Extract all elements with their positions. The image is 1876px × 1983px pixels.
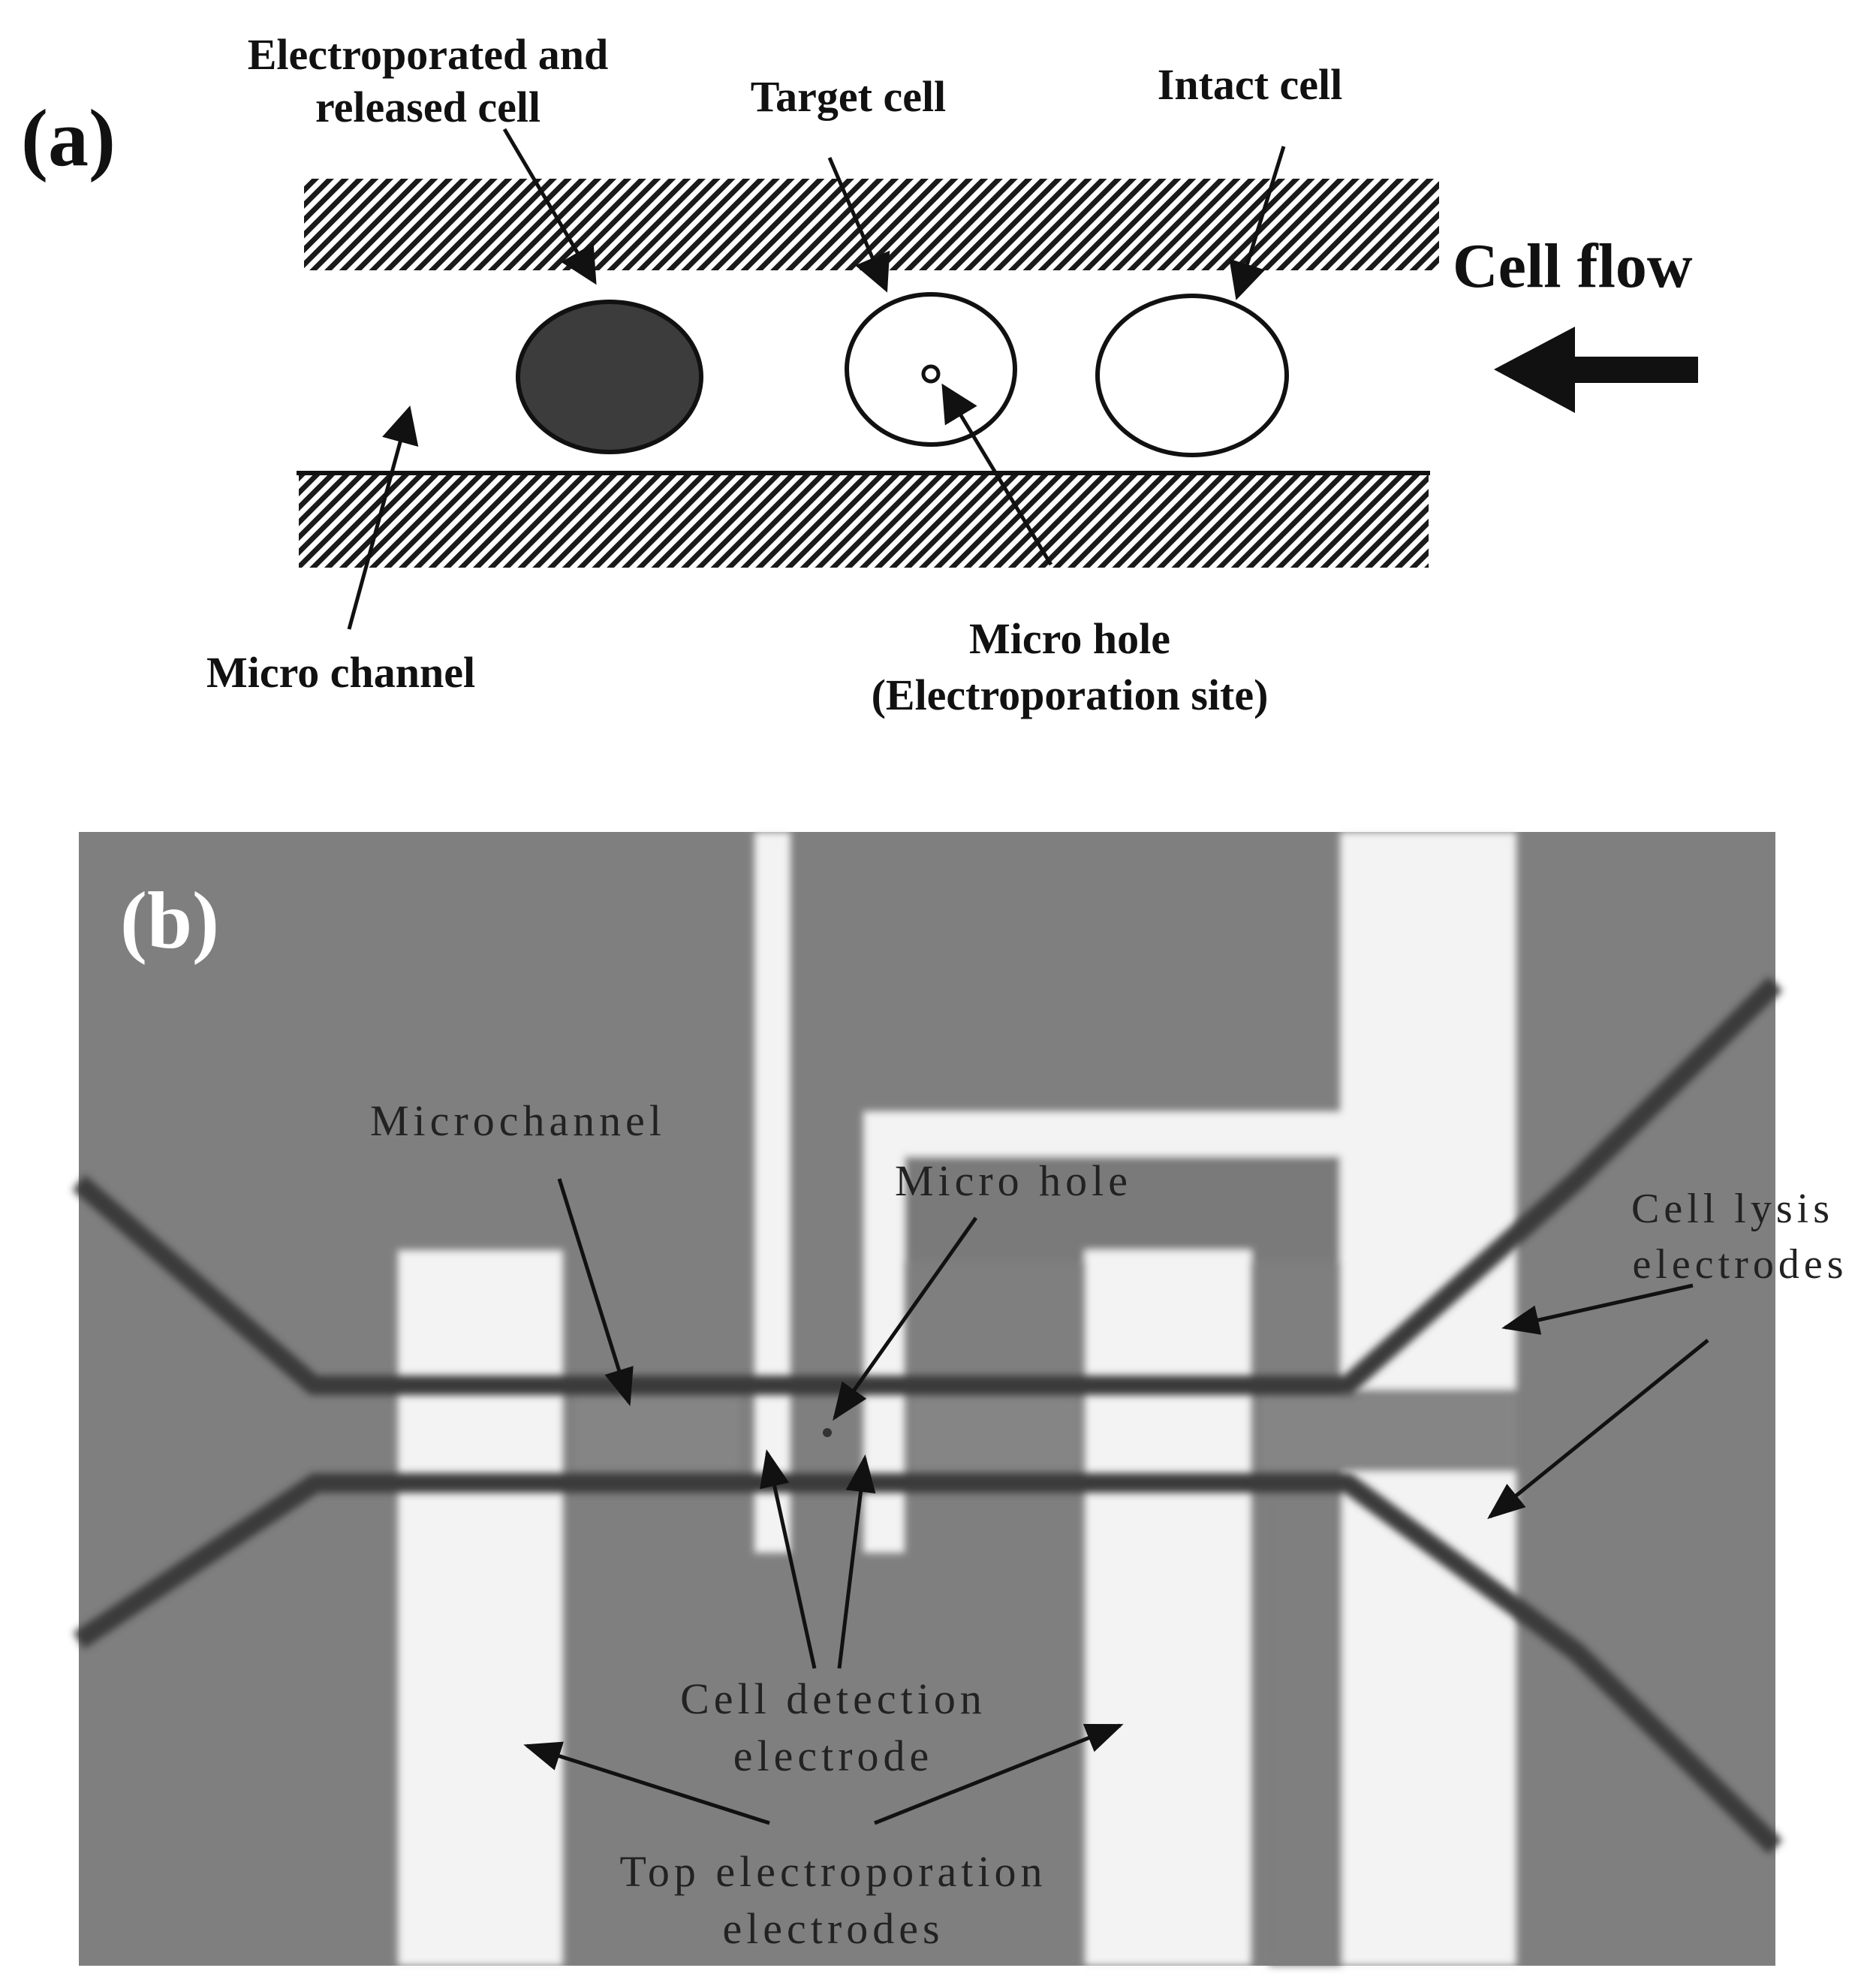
micro-hole-label-b: Micro hole xyxy=(895,1156,1132,1205)
lysis-arrow-upper xyxy=(1501,1283,1694,1335)
detection-l-white xyxy=(863,1111,1340,1553)
microchannel-label: Microchannel xyxy=(370,1096,666,1145)
electroporated-cell-arrow xyxy=(502,128,597,285)
detection-arrow-right xyxy=(837,1454,876,1669)
electroporation-arrow-right xyxy=(874,1723,1124,1825)
channel-upper-wall xyxy=(72,976,1783,1395)
microchannel-arrow xyxy=(557,1178,634,1406)
micro-hole-arrow xyxy=(941,383,1053,566)
micro-hole-dot xyxy=(921,364,941,384)
cell-detection-label-line2: electrode xyxy=(733,1731,934,1780)
panel-a: (a) Electroporated and released cell Tar… xyxy=(21,30,1698,719)
lysis-arrow-lower xyxy=(1487,1339,1709,1520)
channel-lower-wall xyxy=(73,1473,1783,1855)
cell-lysis-label-line2: electrodes xyxy=(1633,1241,1848,1288)
electroporation-arrow-left xyxy=(523,1741,770,1825)
electroporated-cell xyxy=(516,300,703,454)
micro-hole-arrow-b xyxy=(833,1216,978,1421)
channel-walls xyxy=(72,976,1783,1855)
channel-band-gray-2 xyxy=(912,1389,1077,1472)
cell-flow-arrow xyxy=(1494,327,1698,413)
micro-hole-spot xyxy=(823,1428,832,1437)
target-cell-label: Target cell xyxy=(751,72,946,121)
panel-b-arrows xyxy=(523,1178,1709,1825)
detection-lead-white xyxy=(754,832,790,1553)
micro-hole-label-line2: (Electroporation site) xyxy=(872,671,1269,719)
detection-arrow-left xyxy=(760,1449,817,1669)
left-top-electrode xyxy=(398,1250,563,1966)
intact-cell-label: Intact cell xyxy=(1158,60,1342,109)
panel-a-label: (a) xyxy=(21,94,116,183)
micro-channel-arrow xyxy=(347,405,419,630)
micro-hole-label-line1: Micro hole xyxy=(969,614,1170,663)
top-electroporation-label-line1: Top electroporation xyxy=(620,1847,1047,1896)
top-electroporation-label-line2: electrodes xyxy=(722,1904,944,1953)
panel-b: (b) Microchannel Micro hole Cell lysis e… xyxy=(72,832,1848,1966)
panel-b-label: (b) xyxy=(120,876,219,966)
gray-inner-block xyxy=(905,1156,1340,1261)
right-lower-gray-strip xyxy=(1269,1472,1342,1966)
channel-band-gray-3 xyxy=(1261,1389,1516,1472)
micro-channel-label: Micro channel xyxy=(206,648,475,697)
target-cell-arrow xyxy=(827,157,890,293)
electroporated-label-line2: released cell xyxy=(315,83,541,131)
channel-band-gray xyxy=(574,1389,739,1472)
bottom-channel-wall xyxy=(299,472,1429,568)
cell-flow-label: Cell flow xyxy=(1453,231,1693,301)
right-top-electrode xyxy=(1085,1250,1251,1966)
cell-lysis-label-line1: Cell lysis xyxy=(1631,1186,1834,1232)
intact-cell xyxy=(1095,294,1289,457)
intact-cell-arrow xyxy=(1229,146,1286,300)
electroporated-label-line1: Electroporated and xyxy=(248,30,609,79)
cell-detection-label-line1: Cell detection xyxy=(680,1674,986,1723)
